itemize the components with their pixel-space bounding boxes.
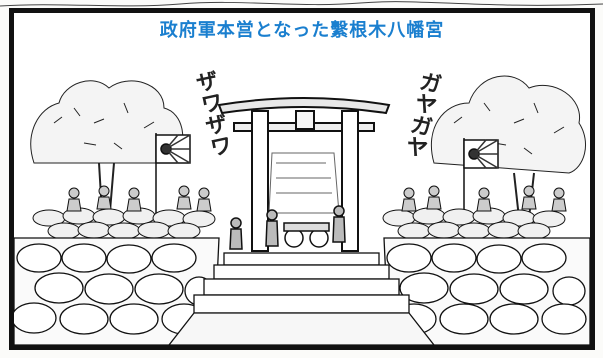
sandbags-right <box>382 207 566 240</box>
stone-wall-left <box>14 237 220 345</box>
top-edge-sketch <box>0 1 603 7</box>
soldiers-left <box>66 185 212 212</box>
torii-gate <box>217 97 391 252</box>
sandbags-left <box>32 207 216 240</box>
shrine-scene-illustration <box>14 75 590 345</box>
cannon <box>283 222 330 248</box>
shrine-building <box>268 152 340 214</box>
comic-panel <box>9 8 595 350</box>
stone-wall-right <box>383 237 590 345</box>
left-trees <box>30 80 184 224</box>
flag-left <box>155 133 191 218</box>
officers-at-gate <box>229 205 346 250</box>
caption-title: 政府軍本営となった繫根木八幡宮 <box>159 20 445 41</box>
stone-steps <box>168 252 435 345</box>
soldiers-right <box>401 185 567 212</box>
flag-right <box>463 138 499 218</box>
